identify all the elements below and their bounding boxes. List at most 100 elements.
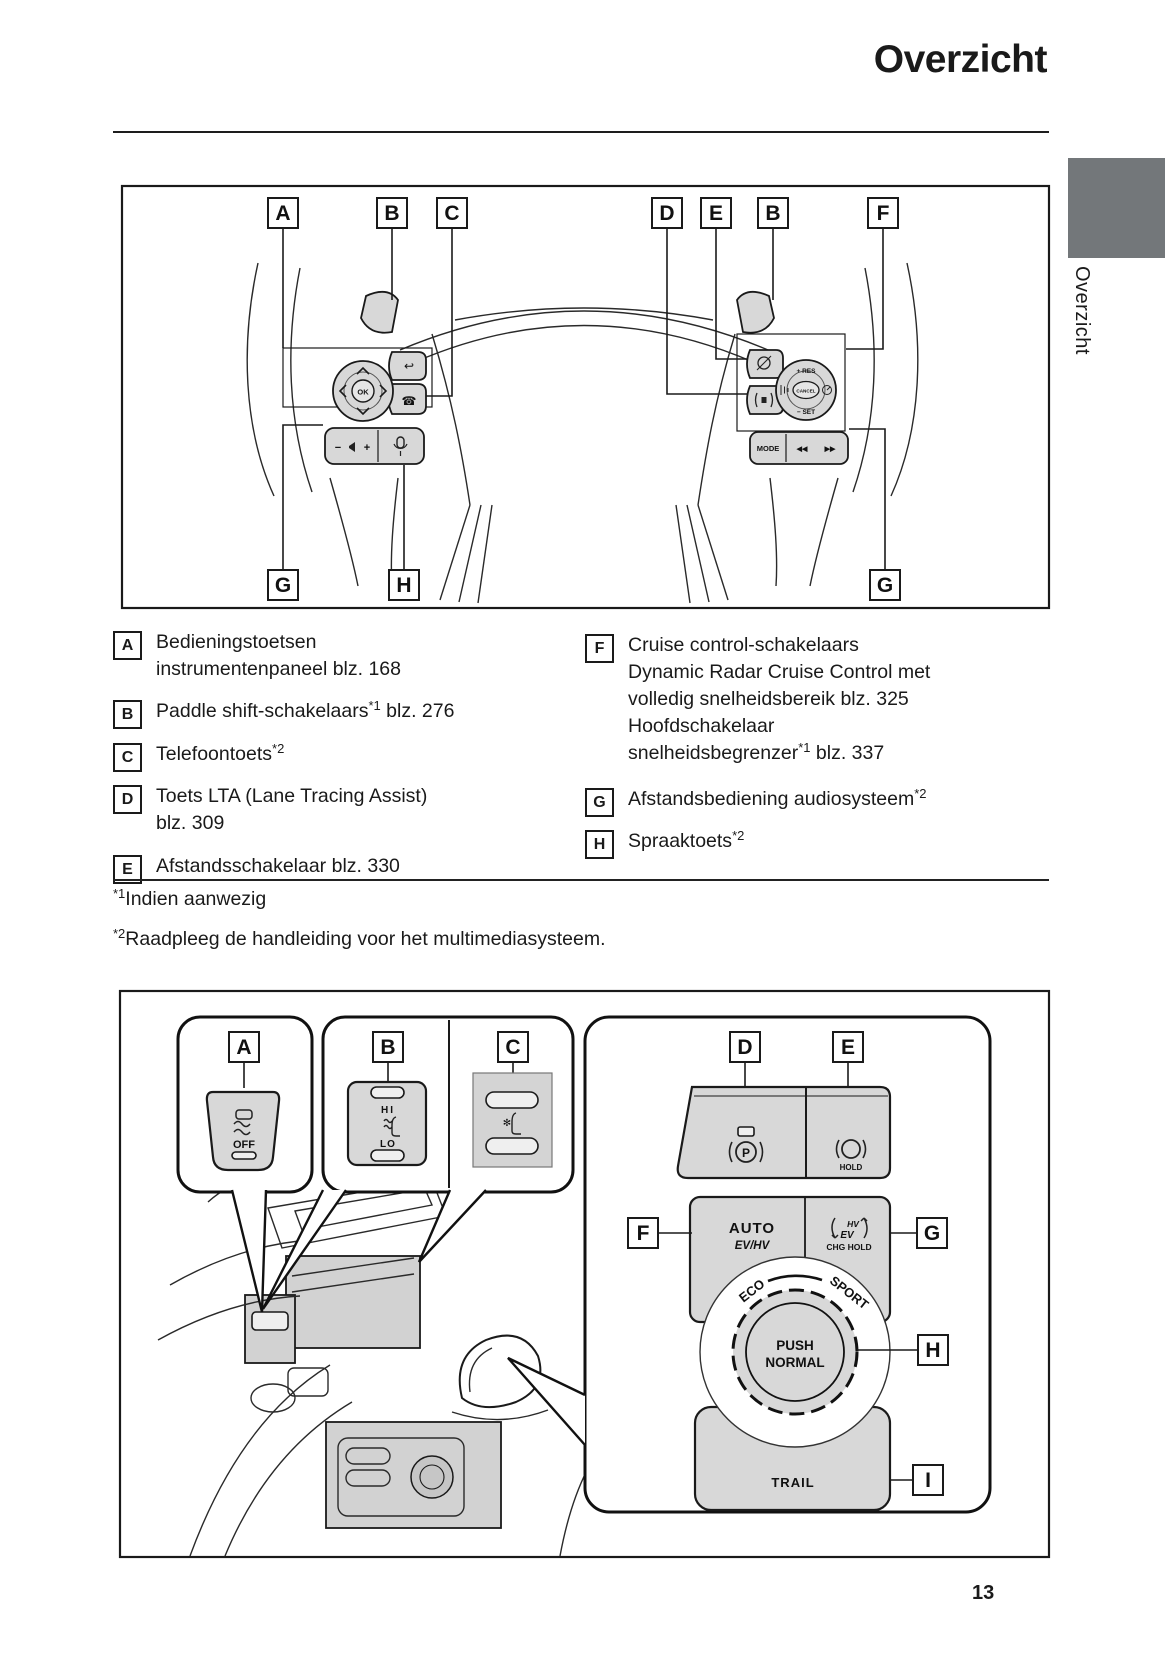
callout-b2-label: B: [765, 202, 780, 225]
callout2-i: [912, 1464, 944, 1496]
chg-hold-label: CHG HOLD: [826, 1242, 871, 1252]
brake-hold-icon: HOLD: [835, 1139, 867, 1172]
right-paddle-shifter: [736, 290, 775, 334]
legend-item-c: C Telefoontoets*2: [113, 741, 573, 772]
chapter-tab: [1068, 158, 1165, 258]
callout2-b-label: B: [380, 1036, 395, 1059]
callout2-h-label: H: [925, 1339, 940, 1362]
right-steering-controls: + RES − SET CANCEL MODE ◀◀ ▶▶: [736, 333, 849, 465]
drive-mode-panel-highlight: [325, 1421, 502, 1529]
legend-item-d: D Toets LTA (Lane Tracing Assist)blz. 30…: [113, 783, 573, 837]
dpad-up-icon: [356, 366, 370, 375]
steering-wheel-art: [246, 262, 919, 604]
callout-c-label: C: [444, 202, 459, 225]
callout-d-label: D: [659, 202, 674, 225]
callout-b: [376, 197, 408, 229]
steering-wheel-figure: ↩ ☎ OK − + + RES − SET CANCEL: [120, 184, 1051, 610]
ok-button-label: OK: [357, 388, 369, 397]
climate-panel-highlight: [285, 1255, 421, 1349]
parking-brake-switches: D E P HOLD: [676, 1031, 892, 1180]
speaker-icon: [349, 442, 355, 452]
lo-label: LO: [380, 1139, 396, 1150]
legend-key-f: F: [585, 634, 614, 663]
gear-shifter: [458, 1334, 542, 1409]
legend-key-g: G: [585, 788, 614, 817]
trail-label: TRAIL: [771, 1475, 814, 1490]
callout2-e-label: E: [841, 1036, 855, 1059]
push-label: PUSH: [776, 1338, 814, 1353]
figure1-callouts: A B C D E B F G H G: [267, 197, 901, 601]
legend-right-column: F Cruise control-schakelaars Dynamic Rad…: [585, 632, 1045, 859]
callout-g-label: G: [275, 574, 291, 597]
legend-key-d: D: [113, 785, 142, 814]
callout-c: [436, 197, 468, 229]
callout-a: [267, 197, 299, 229]
volume-minus-label: −: [335, 442, 341, 454]
callout2-f-label: F: [637, 1222, 650, 1245]
seat-heat-icon: [383, 1116, 400, 1137]
dpad-right-icon: [379, 384, 388, 398]
distance-icon: [780, 385, 789, 395]
off-label: OFF: [233, 1139, 255, 1151]
callout-e: [700, 197, 732, 229]
volume-plus-label: +: [364, 442, 370, 454]
traction-off-switch: A OFF: [205, 1031, 281, 1172]
chapter-tab-label: Overzicht: [1071, 266, 1093, 355]
mode-dial-small: [410, 1455, 454, 1499]
speed-limiter-button: [746, 349, 784, 379]
track-next-icon: ▶▶: [824, 446, 836, 453]
callout-b2: [757, 197, 789, 229]
callout2-c-label: C: [505, 1036, 520, 1059]
callout2-d: [729, 1031, 761, 1063]
back-button: [388, 351, 427, 381]
callout2-d-label: D: [737, 1036, 752, 1059]
track-prev-icon: ◀◀: [796, 446, 808, 453]
callout-b-label: B: [384, 202, 399, 225]
figure2-border: [118, 989, 1051, 1559]
callout2-h: [917, 1334, 949, 1366]
chg-hold-icon: HV EV: [831, 1217, 868, 1241]
callout2-e: [832, 1031, 864, 1063]
callout-e-label: E: [709, 202, 723, 225]
callout-g: [267, 569, 299, 601]
phone-icon: ☎: [402, 394, 417, 408]
legend-key-b: B: [113, 700, 142, 729]
seat-heater-switch: B HI LO: [346, 1031, 428, 1167]
parking-brake-icon: P: [728, 1141, 764, 1163]
back-icon: ↩: [404, 359, 414, 373]
mode-button-label: MODE: [757, 444, 780, 453]
callout2-c: [497, 1031, 529, 1063]
lta-icon: [754, 392, 774, 408]
console-figure: A OFF B HI LO C ✻ D: [118, 989, 1051, 1559]
callout2-f: [627, 1217, 659, 1249]
auto-label: AUTO: [729, 1220, 775, 1237]
console-art: [157, 1154, 615, 1557]
callout-g2: [869, 569, 901, 601]
cruise-res-label: + RES: [797, 368, 817, 375]
left-steering-controls: ↩ ☎ OK − +: [282, 347, 433, 465]
legend-item-g: G Afstandsbediening audiosysteem*2: [585, 786, 1045, 817]
seat-ventilation-switch: C ✻: [472, 1031, 553, 1168]
vsc-off-icon: [233, 1109, 253, 1136]
legend-item-f: F Cruise control-schakelaars Dynamic Rad…: [585, 632, 1045, 767]
page-title: Overzicht: [873, 38, 1048, 81]
cruise-speed-icon: [822, 385, 832, 395]
svg-text:P: P: [742, 1146, 750, 1160]
brake-indicator-icon: [737, 1126, 755, 1137]
legend-key-h: H: [585, 830, 614, 859]
svg-text:EV: EV: [840, 1230, 855, 1241]
callout-h-label: H: [396, 574, 411, 597]
cruise-cancel-label: CANCEL: [796, 389, 815, 394]
callout-g2-label: G: [877, 574, 893, 597]
dpad-down-icon: [356, 407, 370, 416]
figure1-leader-lines: [282, 228, 886, 570]
legend-key-a: A: [113, 631, 142, 660]
callout-a-label: A: [275, 202, 290, 225]
cluster-outline-f: [736, 333, 846, 432]
page-number: 13: [972, 1582, 995, 1604]
seat-fan-icon: ✻: [503, 1118, 511, 1129]
callout2-g-label: G: [924, 1222, 940, 1245]
callout2-g: [916, 1217, 948, 1249]
left-paddle-shifter: [360, 290, 399, 334]
